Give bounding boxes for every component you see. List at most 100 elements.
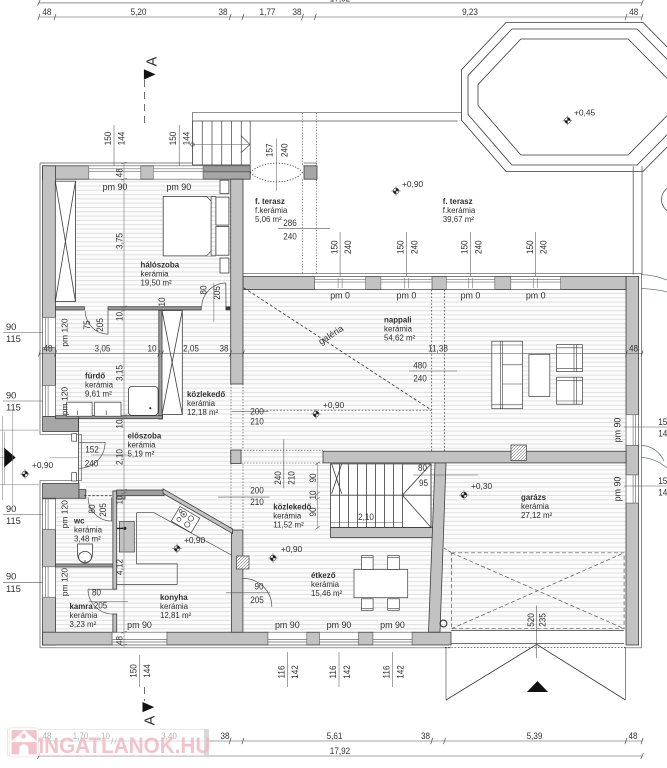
svg-text:142: 142	[395, 665, 406, 679]
svg-text:+0,90: +0,90	[281, 544, 303, 554]
svg-text:90: 90	[307, 473, 318, 482]
svg-text:kamra: kamra	[70, 602, 94, 611]
svg-text:150: 150	[128, 664, 139, 678]
svg-text:116: 116	[381, 665, 392, 678]
svg-text:pm 0: pm 0	[397, 291, 417, 301]
svg-text:240: 240	[283, 231, 297, 242]
svg-text:17,92: 17,92	[330, 745, 350, 756]
svg-text:38: 38	[292, 7, 301, 18]
svg-text:3,48 m²: 3,48 m²	[74, 535, 101, 544]
svg-text:15,46 m²: 15,46 m²	[311, 589, 343, 598]
svg-text:115: 115	[6, 334, 21, 344]
svg-text:150: 150	[524, 240, 535, 254]
svg-text:+0,90: +0,90	[402, 179, 424, 189]
svg-text:144: 144	[116, 132, 127, 146]
svg-text:kerámia: kerámia	[70, 611, 99, 620]
svg-text:pm 90: pm 90	[380, 620, 405, 630]
svg-text:27,12 m²: 27,12 m²	[521, 511, 553, 520]
svg-text:90: 90	[6, 390, 16, 400]
svg-text:5,61: 5,61	[327, 731, 343, 742]
svg-text:240: 240	[538, 240, 549, 254]
svg-text:A: A	[143, 715, 159, 725]
svg-text:48: 48	[114, 168, 125, 177]
svg-text:205: 205	[94, 318, 105, 332]
svg-text:kerámia: kerámia	[160, 602, 189, 611]
svg-text:+0,90: +0,90	[32, 460, 54, 470]
svg-text:pm 90: pm 90	[613, 418, 623, 443]
svg-text:5,39: 5,39	[527, 731, 543, 742]
svg-text:115: 115	[6, 516, 21, 526]
svg-text:205: 205	[211, 286, 222, 300]
svg-text:150: 150	[658, 416, 667, 427]
svg-text:480: 480	[413, 360, 427, 371]
svg-text:+0,30: +0,30	[471, 481, 493, 491]
svg-text:pm 90: pm 90	[166, 182, 191, 192]
svg-text:38: 38	[220, 731, 229, 742]
svg-text:210: 210	[286, 471, 297, 485]
svg-text:240: 240	[413, 373, 427, 384]
svg-text:152: 152	[85, 444, 99, 455]
svg-text:240: 240	[473, 240, 484, 254]
svg-text:90: 90	[307, 507, 318, 516]
svg-text:38: 38	[218, 7, 227, 18]
svg-text:48: 48	[114, 636, 125, 645]
svg-text:kerámia: kerámia	[128, 441, 157, 450]
svg-text:240: 240	[409, 240, 420, 254]
svg-text:10: 10	[114, 495, 125, 504]
svg-text:38: 38	[421, 731, 430, 742]
svg-text:80: 80	[92, 587, 101, 598]
svg-text:közlekedő: közlekedő	[187, 390, 225, 399]
svg-text:9,61 m²: 9,61 m²	[85, 390, 112, 399]
svg-text:90: 90	[6, 504, 16, 514]
svg-text:konyha: konyha	[160, 593, 188, 602]
svg-text:205: 205	[97, 503, 108, 517]
svg-text:80: 80	[198, 285, 209, 294]
svg-text:90: 90	[6, 322, 16, 332]
svg-text:240: 240	[85, 458, 99, 469]
svg-text:kerámia: kerámia	[311, 580, 340, 589]
svg-text:10: 10	[307, 490, 318, 499]
svg-text:48: 48	[42, 7, 51, 18]
svg-text:200: 200	[250, 485, 264, 496]
svg-text:1,77: 1,77	[260, 7, 276, 18]
svg-text:90: 90	[254, 581, 263, 592]
svg-text:kerámia: kerámia	[85, 381, 114, 390]
svg-text:39,67 m²: 39,67 m²	[443, 215, 475, 224]
svg-text:19,50 m²: 19,50 m²	[141, 279, 173, 288]
svg-text:pm 90: pm 90	[127, 620, 152, 630]
svg-text:115: 115	[6, 403, 21, 413]
svg-text:150: 150	[395, 240, 406, 254]
svg-text:240: 240	[279, 143, 290, 157]
svg-text:2,05: 2,05	[183, 343, 199, 354]
svg-text:3,23 m²: 3,23 m²	[70, 620, 97, 629]
svg-text:+0,45: +0,45	[574, 108, 596, 118]
svg-text:142: 142	[290, 665, 301, 679]
svg-text:pm 0: pm 0	[526, 291, 546, 301]
svg-text:144: 144	[181, 132, 192, 146]
svg-text:48: 48	[628, 731, 637, 742]
svg-text:pm 120: pm 120	[59, 500, 69, 529]
svg-text:142: 142	[341, 665, 352, 679]
svg-text:520: 520	[525, 613, 536, 627]
svg-text:2,10: 2,10	[358, 511, 374, 522]
svg-text:200: 200	[250, 406, 264, 417]
svg-text:240: 240	[272, 471, 283, 485]
svg-text:pm 120: pm 120	[59, 568, 69, 597]
svg-text:11,52 m²: 11,52 m²	[273, 521, 304, 530]
svg-text:10: 10	[147, 343, 156, 354]
svg-text:2,10: 2,10	[114, 449, 125, 465]
svg-text:157: 157	[264, 143, 275, 157]
svg-text:pm 0: pm 0	[461, 291, 481, 301]
svg-text:48: 48	[629, 343, 638, 354]
svg-text:235: 235	[537, 613, 548, 627]
svg-text:kerámia: kerámia	[384, 325, 413, 334]
svg-text:wc: wc	[73, 517, 85, 526]
svg-text:80: 80	[418, 462, 427, 473]
svg-text:95: 95	[419, 477, 428, 488]
svg-text:nappali: nappali	[384, 316, 412, 325]
svg-text:f.kerámia: f.kerámia	[443, 206, 476, 215]
svg-text:pm 90: pm 90	[327, 620, 352, 630]
svg-text:kerámia: kerámia	[273, 512, 302, 521]
svg-text:17,92: 17,92	[330, 0, 350, 4]
svg-text:286: 286	[283, 217, 297, 228]
